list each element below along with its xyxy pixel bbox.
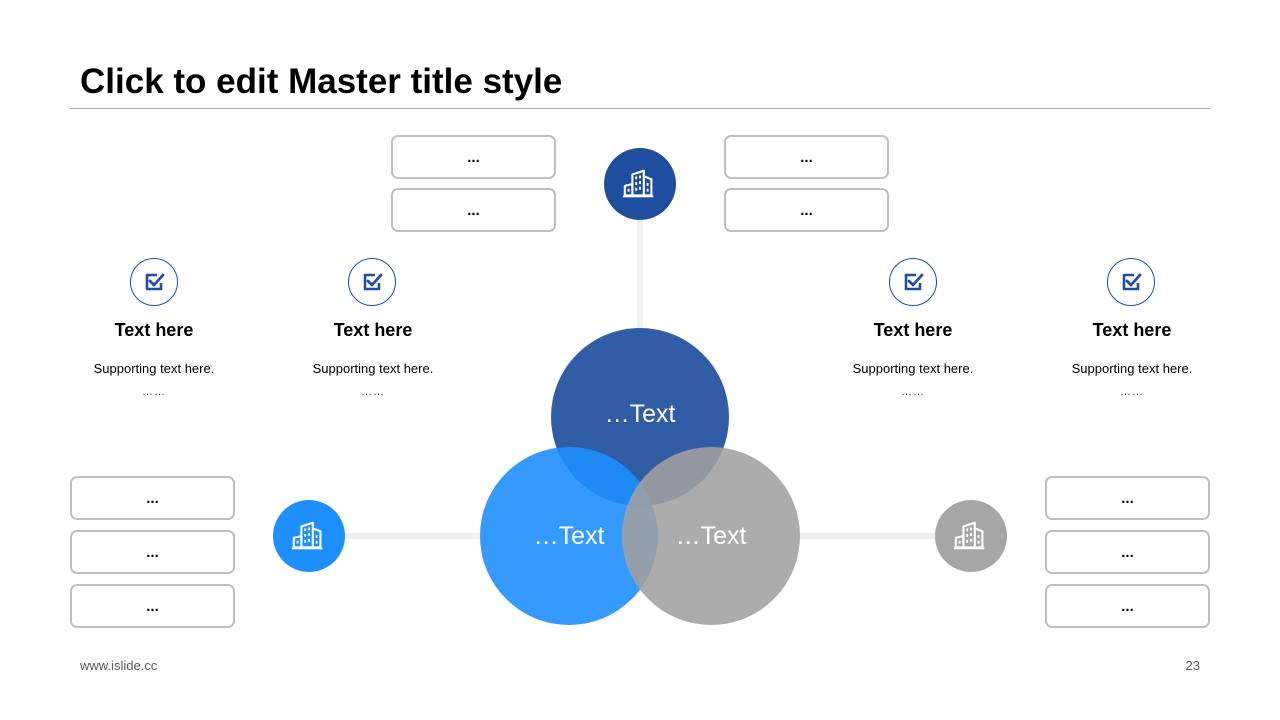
column-2-title: Text here — [333, 320, 413, 340]
column-3-badge — [889, 258, 937, 306]
checkbox-icon — [145, 273, 165, 291]
connector-right — [786, 533, 938, 539]
top-left-box-2[interactable]: ... — [391, 188, 556, 232]
top-right-box-2[interactable]: ... — [724, 188, 889, 232]
venn-right-label: …Text — [675, 521, 747, 550]
column-1-badge — [130, 258, 178, 306]
column-3-title: Text here — [873, 320, 953, 340]
top-left-box-1[interactable]: ... — [391, 135, 556, 179]
building-icon — [622, 169, 654, 198]
venn-top-label: …Text — [604, 399, 676, 428]
footer-url[interactable]: www.islide.cc — [80, 658, 158, 673]
left-box-2[interactable]: ... — [70, 530, 235, 574]
left-box-3[interactable]: ... — [70, 584, 235, 628]
title-divider — [70, 108, 1210, 109]
column-2-dots: …… — [361, 386, 385, 398]
column-3-subtitle: Supporting text here. — [852, 361, 974, 376]
column-4-dots: …… — [1120, 386, 1144, 398]
column-2-subtitle: Supporting text here. — [312, 361, 434, 376]
page-number: 23 — [1185, 658, 1200, 673]
column-3-dots: …… — [901, 386, 925, 398]
right-hub — [935, 500, 1007, 572]
column-4-subtitle: Supporting text here. — [1071, 361, 1193, 376]
right-box-2[interactable]: ... — [1045, 530, 1210, 574]
column-1-title: Text here — [114, 320, 194, 340]
left-box-1[interactable]: ... — [70, 476, 235, 520]
top-hub — [604, 148, 676, 220]
column-1-subtitle: Supporting text here. — [93, 361, 215, 376]
right-box-1[interactable]: ... — [1045, 476, 1210, 520]
page-title: Click to edit Master title style — [80, 62, 563, 101]
column-4-title: Text here — [1092, 320, 1172, 340]
checkbox-icon — [1122, 273, 1142, 291]
venn-left-label: …Text — [533, 521, 605, 550]
building-icon — [291, 521, 323, 550]
connector-top — [637, 218, 643, 340]
right-box-3[interactable]: ... — [1045, 584, 1210, 628]
column-1-dots: …… — [142, 386, 166, 398]
top-right-box-1[interactable]: ... — [724, 135, 889, 179]
left-hub — [273, 500, 345, 572]
venn-circle-right: …Text — [622, 447, 800, 625]
building-icon — [953, 521, 985, 550]
column-2-badge — [348, 258, 396, 306]
checkbox-icon — [904, 273, 924, 291]
checkbox-icon — [363, 273, 383, 291]
connector-left — [344, 533, 494, 539]
column-4-badge — [1107, 258, 1155, 306]
